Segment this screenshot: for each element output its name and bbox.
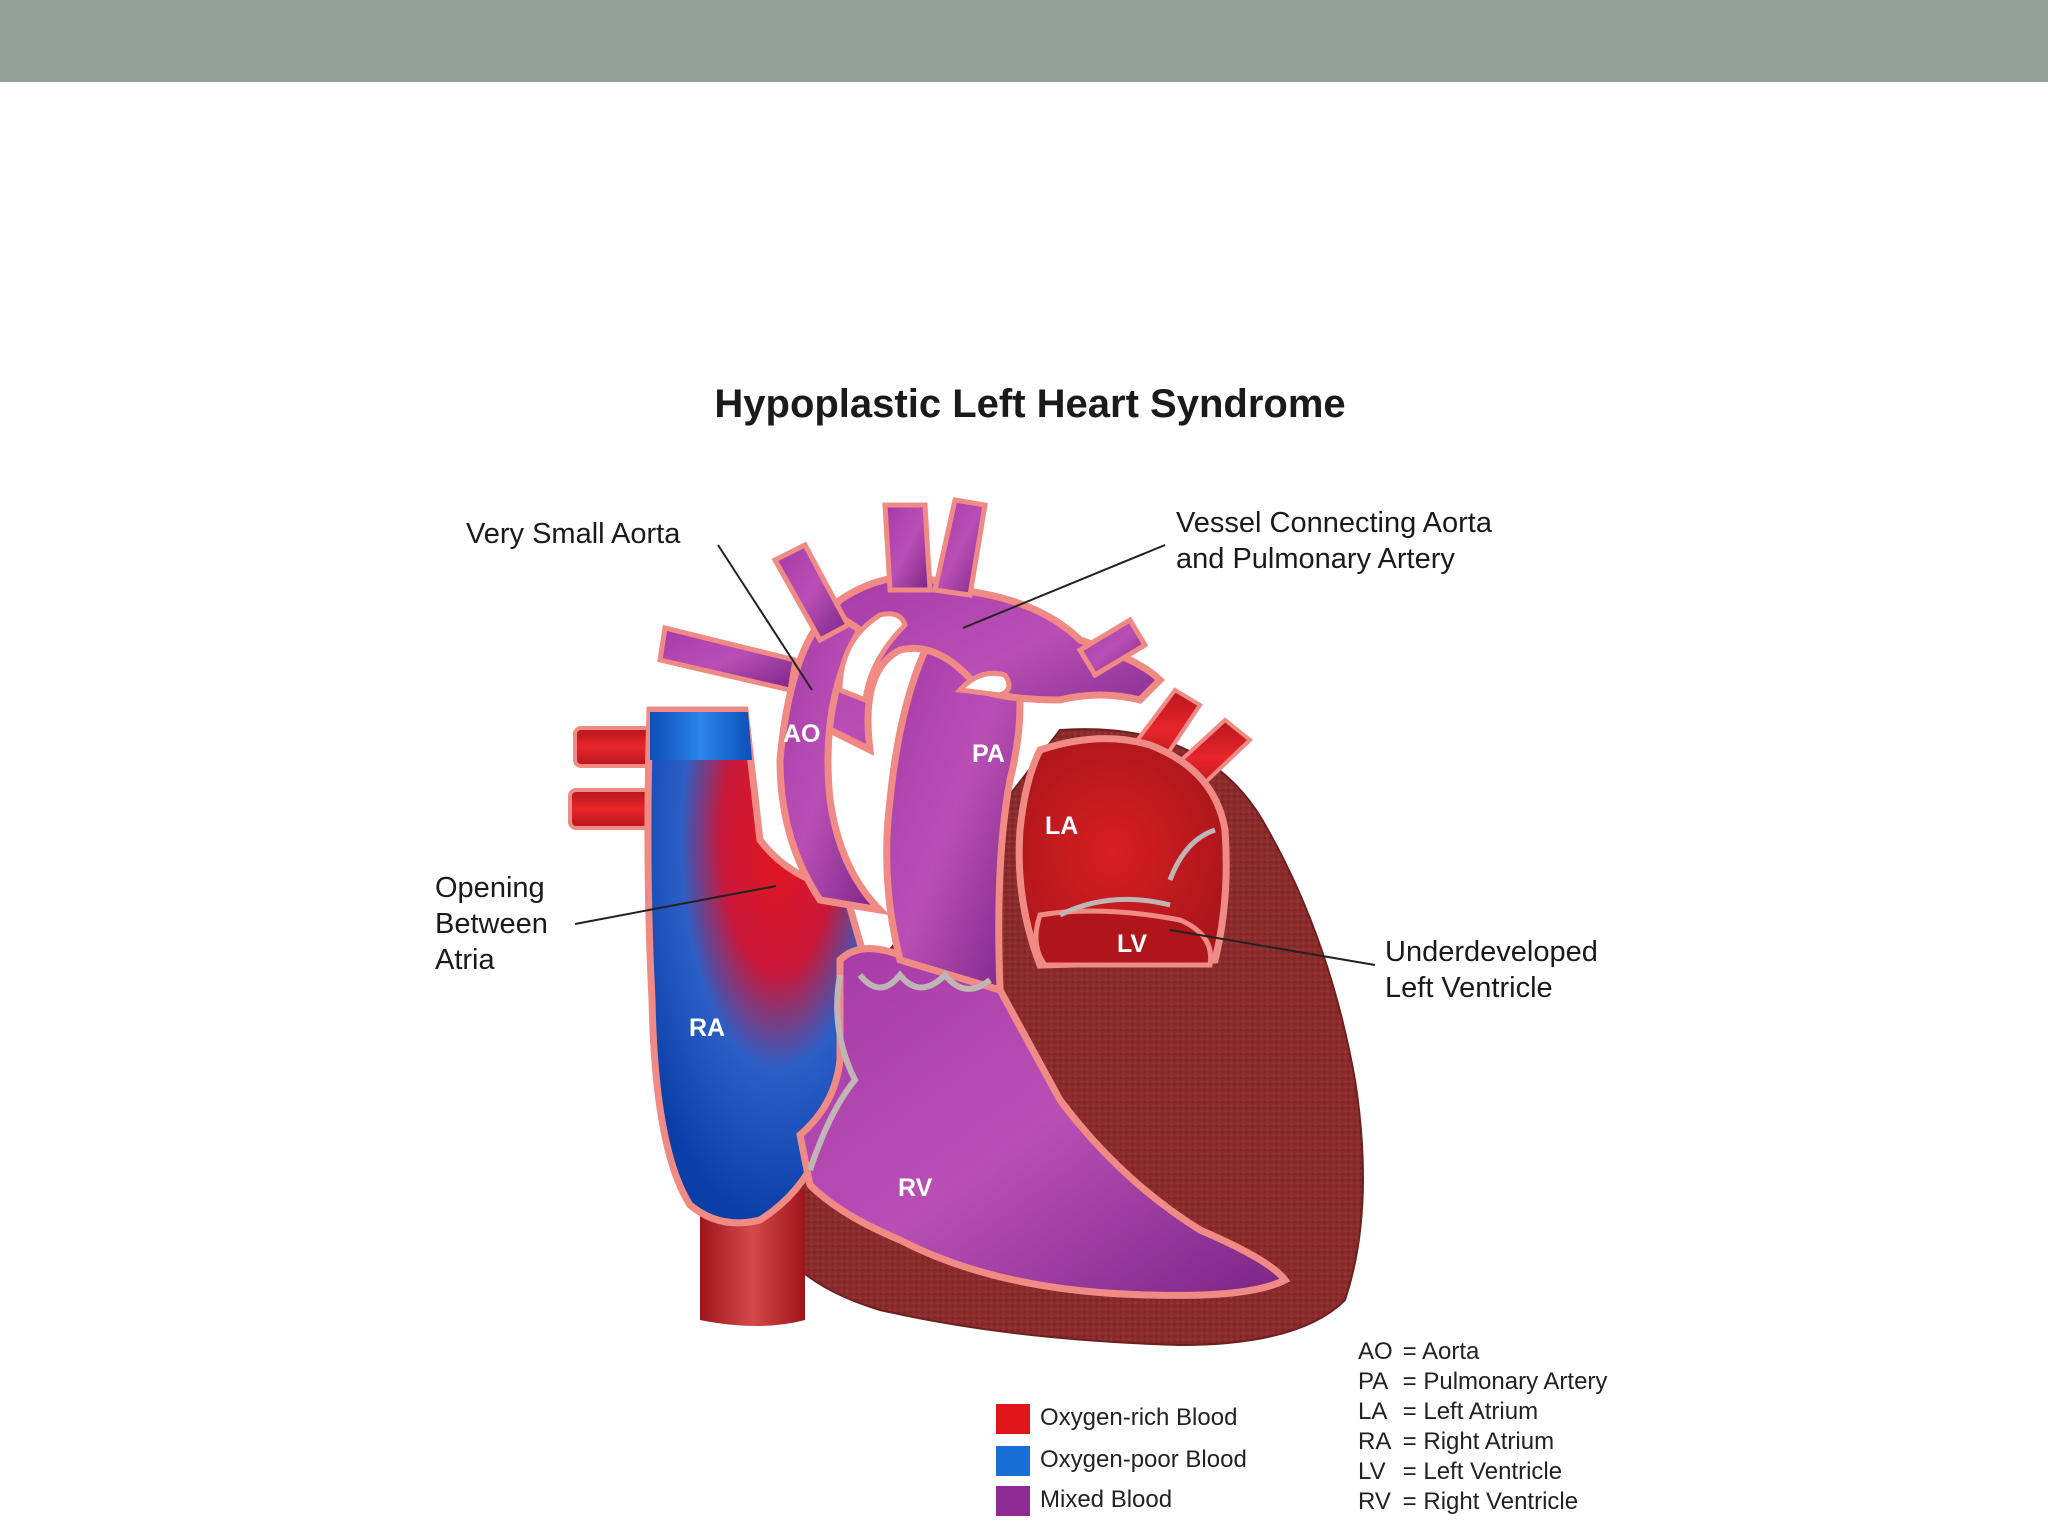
label-rv: RV <box>898 1174 933 1202</box>
label-la: LA <box>1045 812 1079 840</box>
slide-header-bar <box>0 0 2048 82</box>
label-pa: PA <box>972 740 1005 768</box>
leader-vessel-connecting <box>962 544 1166 629</box>
abbr-meaning: = Aorta <box>1402 1338 1480 1365</box>
callout-very-small-aorta: Very Small Aorta <box>466 518 681 550</box>
label-ra: RA <box>689 1014 726 1042</box>
abbreviation-list: AO = Aorta PA = Pulmonary Artery LA = Le… <box>1358 1337 1607 1517</box>
abbr-meaning: = Left Ventricle <box>1402 1458 1563 1485</box>
superior-vena-cava <box>650 712 752 760</box>
abbr-meaning: = Right Atrium <box>1402 1428 1555 1455</box>
abbr-row: LA = Left Atrium <box>1358 1397 1607 1427</box>
legend-label-oxygen-poor: Oxygen-poor Blood <box>1040 1446 1247 1473</box>
right-atrium <box>644 706 869 1227</box>
abbr-meaning: = Pulmonary Artery <box>1402 1368 1608 1395</box>
abbr-code: LV <box>1358 1458 1386 1485</box>
head-vessels <box>657 497 1149 694</box>
callout-underdeveloped-lv: Underdeveloped Left Ventricle <box>1385 934 1598 1006</box>
leader-underdeveloped-lv <box>1169 929 1376 966</box>
callout-vessel-connecting-line2: and Pulmonary Artery <box>1176 543 1455 575</box>
abbr-row: LV = Left Ventricle <box>1358 1457 1607 1487</box>
abbr-code: RA <box>1358 1428 1392 1455</box>
callout-opening-line1: Opening <box>435 872 545 904</box>
valves <box>857 970 992 992</box>
legend-swatch-oxygen-rich <box>996 1404 1030 1434</box>
abbr-code: RV <box>1358 1488 1391 1515</box>
leader-very-small-aorta <box>717 544 813 691</box>
abbr-row: RA = Right Atrium <box>1358 1427 1607 1457</box>
leader-opening-atria <box>574 885 777 925</box>
abbr-row: RV = Right Ventricle <box>1358 1487 1607 1517</box>
diagram-title: Hypoplastic Left Heart Syndrome <box>714 382 1346 426</box>
left-ventricle <box>1033 908 1214 968</box>
legend-swatch-mixed <box>996 1486 1030 1516</box>
callout-opening-between-atria: Opening Between Atria <box>435 870 548 978</box>
abbr-meaning: = Right Ventricle <box>1402 1488 1579 1515</box>
label-ao: AO <box>783 720 821 748</box>
abbr-row: AO = Aorta <box>1358 1337 1607 1367</box>
abbr-code: AO <box>1358 1338 1393 1365</box>
callout-underdeveloped-line1: Underdeveloped <box>1385 936 1598 968</box>
abbr-row: PA = Pulmonary Artery <box>1358 1367 1607 1397</box>
abbr-code: LA <box>1358 1398 1388 1425</box>
legend-label-mixed: Mixed Blood <box>1040 1486 1173 1513</box>
abbr-code: PA <box>1358 1368 1389 1395</box>
callout-underdeveloped-line2: Left Ventricle <box>1385 972 1553 1004</box>
label-lv: LV <box>1117 930 1148 958</box>
legend-label-oxygen-rich: Oxygen-rich Blood <box>1040 1404 1238 1431</box>
callout-vessel-connecting: Vessel Connecting Aorta and Pulmonary Ar… <box>1176 505 1492 577</box>
abbr-meaning: = Left Atrium <box>1402 1398 1539 1425</box>
callout-vessel-connecting-line1: Vessel Connecting Aorta <box>1176 507 1492 539</box>
callout-opening-line2: Between <box>435 908 548 940</box>
legend-swatch-oxygen-poor <box>996 1446 1030 1476</box>
callout-opening-line3: Atria <box>435 944 495 976</box>
